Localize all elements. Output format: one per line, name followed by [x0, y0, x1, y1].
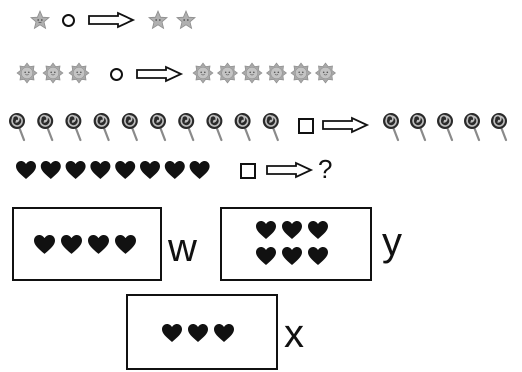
choice-x-box[interactable]: [126, 294, 278, 370]
row3-left-group: [9, 113, 279, 142]
row1-right-group: [147, 9, 197, 30]
heart-icon: [162, 324, 182, 342]
heart-icon: [282, 247, 302, 265]
double-arrow-icon: [266, 161, 314, 179]
sun-icon: [68, 62, 90, 84]
lollipop-icon: [464, 113, 481, 142]
heart-icon: [256, 221, 276, 239]
lollipop-icon: [206, 113, 223, 142]
choice-y-label[interactable]: y: [382, 220, 402, 264]
lollipop-icon: [37, 113, 54, 142]
lollipop-icon: [121, 113, 138, 142]
lollipop-icon: [410, 113, 427, 142]
square-operator-icon: [240, 163, 256, 179]
sun-icon: [42, 62, 64, 84]
lollipop-icon: [150, 113, 167, 142]
choice-w-hearts: [34, 235, 136, 254]
sun-icon: [217, 62, 238, 84]
row3-right-group: [383, 113, 508, 142]
heart-icon: [88, 235, 109, 254]
heart-icon: [61, 235, 82, 254]
circle-operator-icon: [62, 14, 75, 27]
heart-icon: [214, 324, 234, 342]
star-icon: [29, 9, 51, 30]
heart-icon: [90, 161, 111, 179]
square-operator-icon: [298, 118, 314, 134]
lollipop-icon: [491, 113, 508, 142]
lollipop-icon: [262, 113, 279, 142]
row2-left-group: [16, 62, 90, 84]
double-arrow-icon: [88, 11, 136, 29]
choice-x-label[interactable]: x: [284, 312, 304, 356]
heart-icon: [115, 161, 136, 179]
choice-w-label[interactable]: w: [168, 226, 197, 270]
sun-icon: [315, 62, 336, 84]
heart-icon: [65, 161, 86, 179]
star-icon: [175, 9, 197, 30]
heart-icon: [115, 235, 136, 254]
heart-icon: [40, 161, 61, 179]
heart-icon: [140, 161, 160, 179]
heart-icon: [164, 161, 185, 179]
choice-w-box[interactable]: [12, 207, 162, 281]
sun-icon: [266, 62, 287, 84]
heart-icon: [188, 324, 208, 342]
lollipop-icon: [65, 113, 82, 142]
choice-x-hearts: [162, 324, 234, 342]
heart-icon: [308, 221, 328, 239]
sun-icon: [16, 62, 38, 84]
heart-icon: [308, 247, 328, 265]
heart-icon: [282, 221, 302, 239]
row1-left-group: [29, 9, 51, 30]
lollipop-icon: [437, 113, 454, 142]
heart-icon: [16, 161, 36, 179]
lollipop-icon: [178, 113, 195, 142]
lollipop-icon: [383, 113, 400, 142]
lollipop-icon: [234, 113, 251, 142]
row4-left-group: [16, 161, 210, 179]
choice-y-hearts: [256, 221, 328, 265]
star-icon: [147, 9, 169, 30]
question-mark: ?: [318, 154, 333, 184]
heart-icon: [256, 247, 276, 265]
heart-icon: [34, 235, 55, 254]
lollipop-icon: [9, 113, 26, 142]
sun-icon: [241, 62, 263, 84]
choice-y-box[interactable]: [220, 207, 372, 281]
heart-icon: [189, 161, 210, 179]
row2-right-group: [192, 62, 336, 84]
circle-operator-icon: [110, 68, 123, 81]
double-arrow-icon: [322, 116, 370, 134]
double-arrow-icon: [136, 65, 184, 83]
sun-icon: [290, 62, 312, 84]
lollipop-icon: [93, 113, 110, 142]
sun-icon: [192, 62, 214, 84]
